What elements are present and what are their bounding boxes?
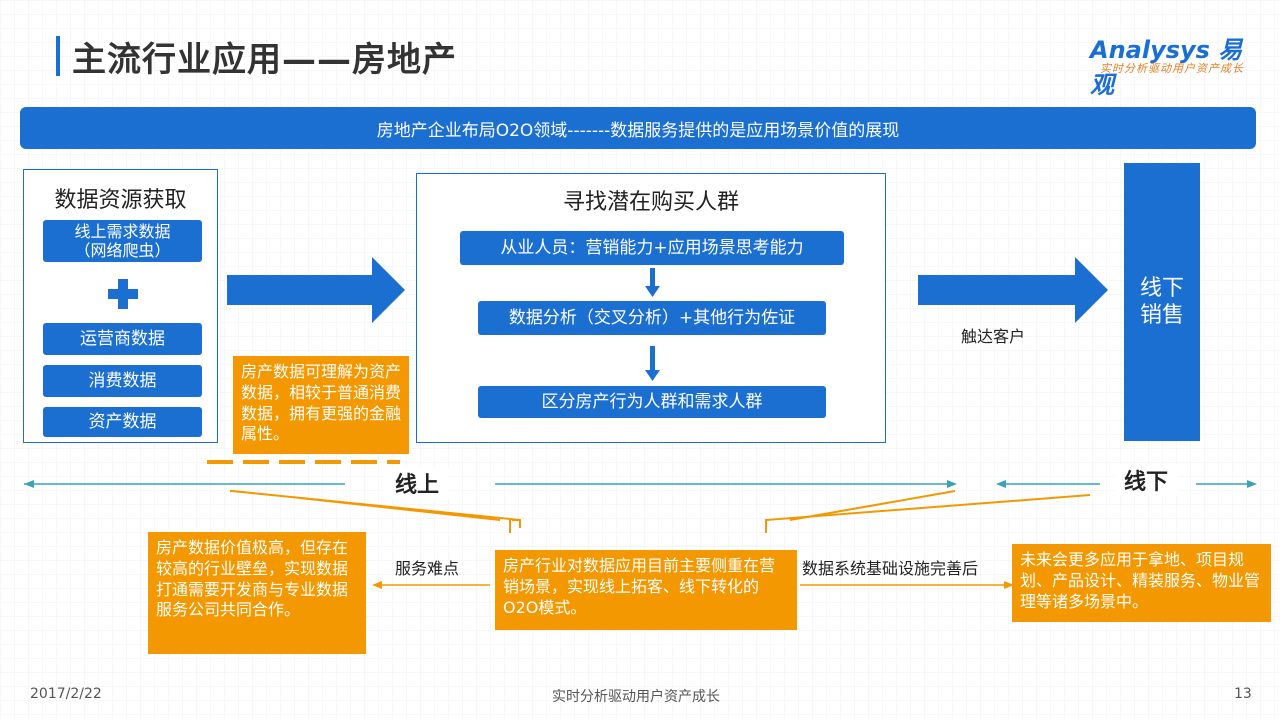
asset-data: 资产数据: [43, 407, 202, 437]
arrow-to-offline: [918, 257, 1108, 323]
step-classify-groups: 区分房产行为人群和需求人群: [478, 386, 826, 418]
step-arrow-2: [645, 346, 660, 381]
current-focus-note: 房产行业对数据应用目前主要侧重在营销场景，实现线上拓客、线下转化的O2O模式。: [495, 550, 797, 630]
infrastructure-label: 数据系统基础设施完善后: [802, 559, 979, 578]
difficulty-note: 房产数据价值极高，但存在较高的行业壁垒，实现数据打通需要开发商与专业数据服务公司…: [148, 532, 366, 654]
offline-sales-bar: 线下 销售: [1124, 163, 1200, 441]
logo-brand: Analysys 易观: [1090, 36, 1243, 99]
target-buyers-title: 寻找潜在购买人群: [562, 190, 739, 215]
offline-line: [996, 480, 1257, 488]
plus-icon-bar: [108, 289, 138, 299]
arrow-right-thin: [800, 581, 1014, 589]
offline-label: 线下: [1114, 464, 1179, 496]
page-number: 13: [1234, 686, 1252, 702]
offline-brace: [765, 494, 1091, 533]
title-accent-bar: [56, 36, 60, 76]
logo-tagline: 实时分析驱动用户资产成长: [1100, 62, 1244, 75]
headline-banner: 房地产企业布局O2O领域-------数据服务提供的是应用场景价值的展现: [20, 107, 1256, 149]
reach-customers-label: 触达客户: [961, 327, 1026, 346]
online-label: 线上: [385, 467, 450, 499]
brand-logo: Analysys 易观 实时分析驱动用户资产成长: [1090, 30, 1250, 99]
operator-data: 运营商数据: [43, 323, 202, 355]
arrow-left-thin: [372, 581, 490, 589]
asset-data-note: 房产数据可理解为资产数据，相较于普通消费数据，拥有更强的金融属性。: [233, 356, 409, 454]
online-brace-left: [789, 490, 956, 521]
online-line: [24, 480, 957, 488]
online-demand-data: 线上需求数据 （网络爬虫）: [43, 220, 202, 262]
future-note: 未来会更多应用于拿地、项目规划、产品设计、精装服务、物业管理等诸多场景中。: [1012, 544, 1271, 622]
service-difficulty-label: 服务难点: [395, 559, 460, 578]
step-arrow-1: [645, 268, 660, 297]
online-brace: [231, 490, 521, 533]
data-source-title: 数据资源获取: [54, 188, 187, 213]
step-practitioners: 从业人员：营销能力+应用场景思考能力: [460, 231, 844, 265]
page-title: 主流行业应用——房地产: [72, 40, 457, 80]
footer-date: 2017/2/22: [30, 686, 102, 702]
arrow-to-middle: [227, 257, 405, 323]
footer-tagline: 实时分析驱动用户资产成长: [552, 689, 720, 705]
step-data-analysis: 数据分析（交叉分析）+其他行为佐证: [478, 301, 826, 335]
consumption-data: 消费数据: [43, 365, 202, 397]
online-brace-right: [299, 497, 501, 521]
